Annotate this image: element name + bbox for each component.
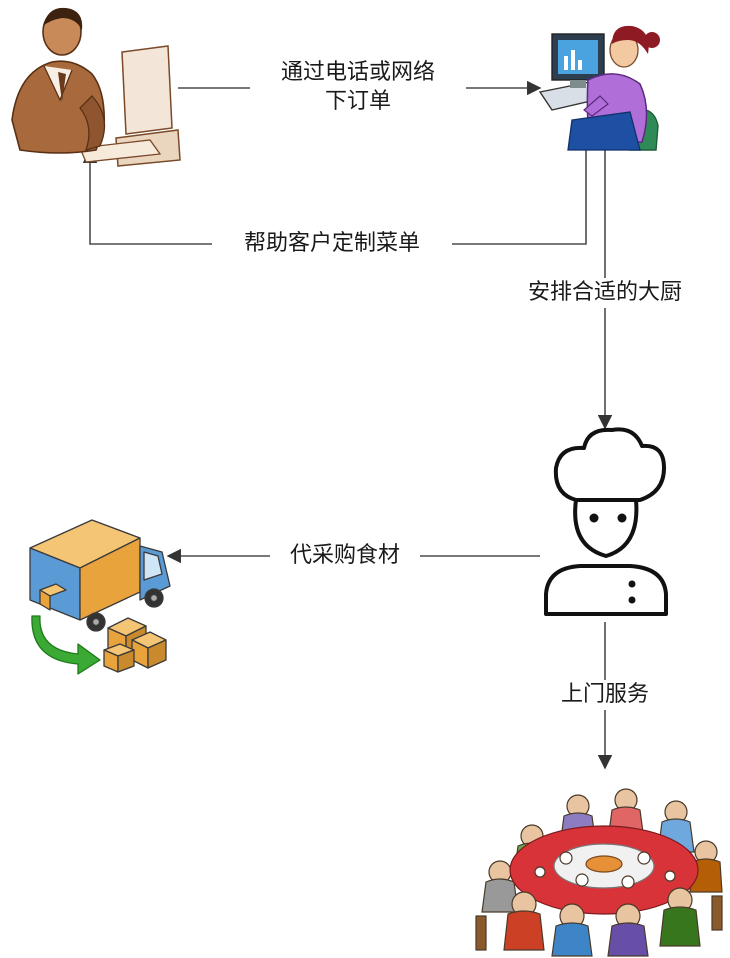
woman-at-computer-icon [538,25,660,151]
customize-label: 帮助客户定制菜单 [212,229,452,259]
delivery-truck-boxes-icon [29,519,171,675]
order-label-line1: 通过电话或网络 [280,60,435,85]
order-label-line2: 下订单 [324,89,391,114]
family-dinner-table-icon [475,788,723,957]
onsite-label: 上门服务 [538,680,672,710]
businessman-at-computer-icon [11,7,181,167]
chef-icon [544,427,668,616]
assign-chef-label: 安排合适的大厨 [500,278,710,308]
order-label: 通过电话或网络 下订单 [250,58,466,116]
purchase-label: 代采购食材 [270,541,420,571]
